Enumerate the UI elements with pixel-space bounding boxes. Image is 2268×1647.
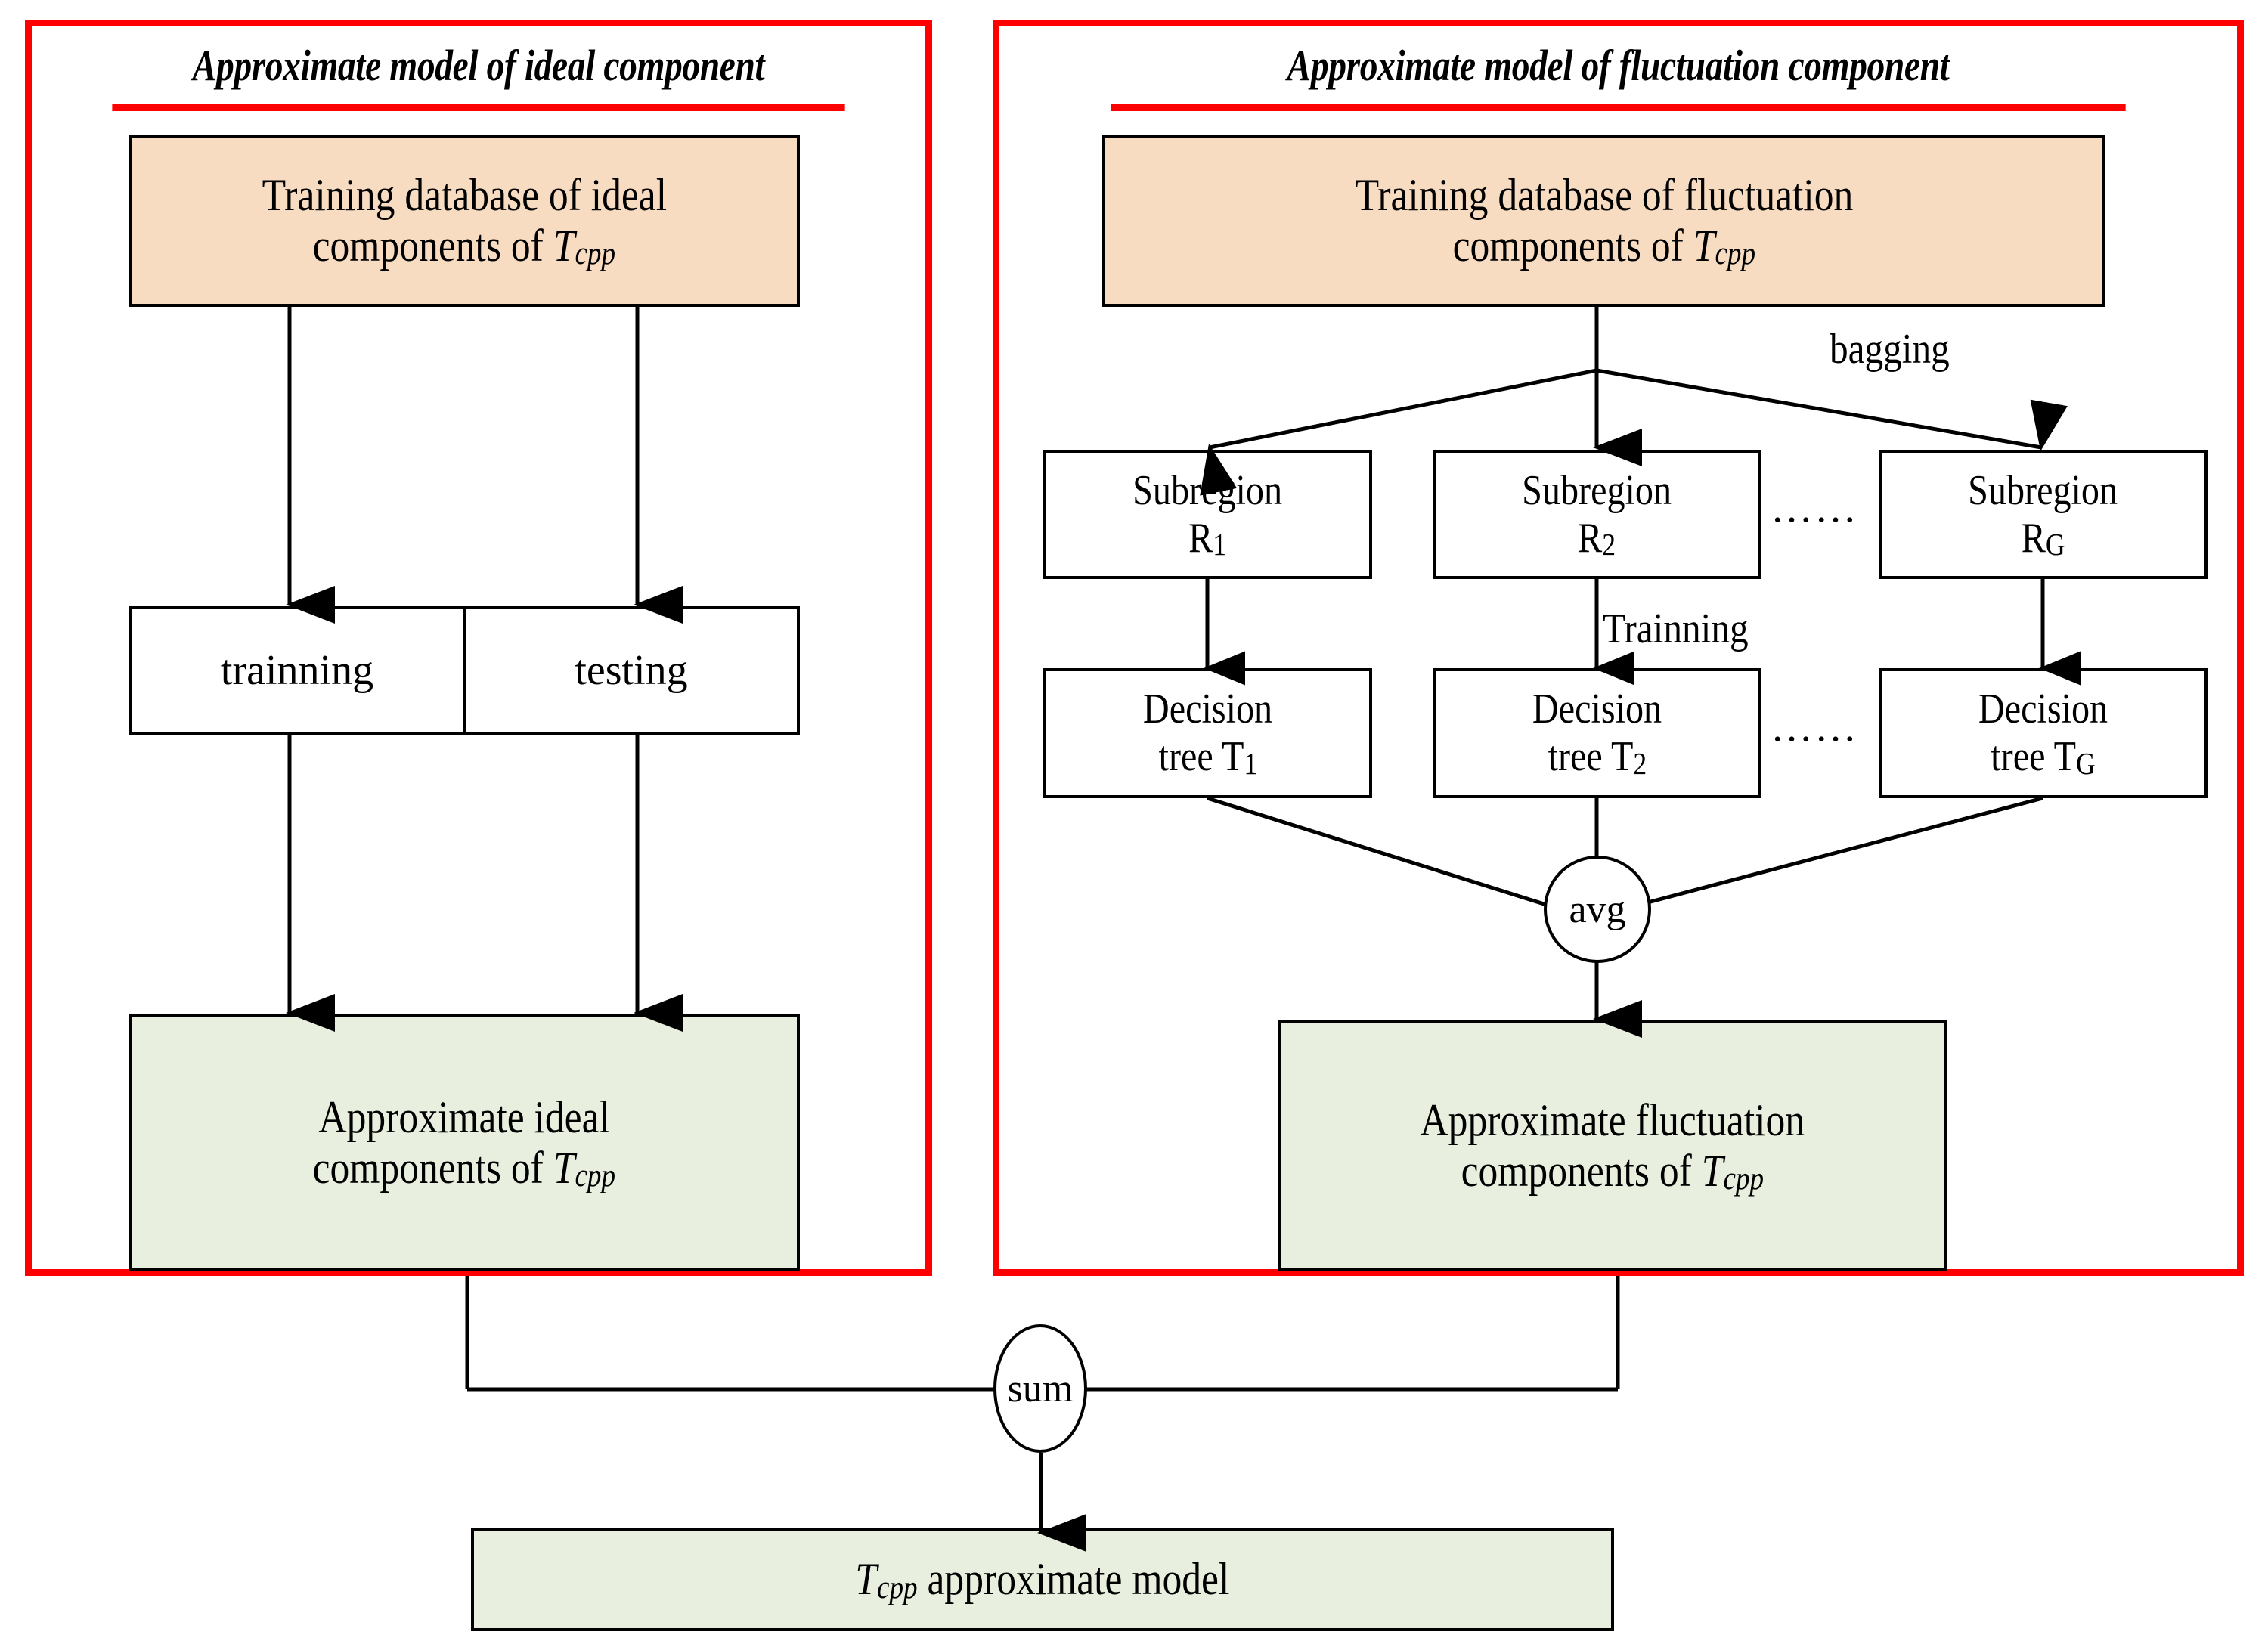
tcpp-subscript: cpp [575, 1158, 616, 1194]
box-approximate-ideal-components: Approximate ideal components of Tcpp [129, 1014, 800, 1271]
box-decision-tree-t1: Decision tree T1 [1043, 668, 1372, 798]
box-approximate-fluctuation-components: Approximate fluctuation components of Tc… [1278, 1020, 1947, 1271]
cell-trainning-label: trainning [220, 647, 374, 694]
tcpp-subscript: cpp [877, 1569, 918, 1605]
box-subregion-r1: Subregion R1 [1043, 450, 1372, 579]
cell-testing: testing [466, 609, 797, 732]
approx-fluct-line2: components of Tcpp [1461, 1146, 1763, 1197]
subregion-rg-line1: Subregion [1968, 466, 2118, 514]
tcpp-subscript: cpp [575, 236, 616, 272]
final-box-label: Tcpp approximate model [855, 1554, 1229, 1605]
cell-trainning: trainning [132, 609, 466, 732]
tree-tg-line2: tree TG [1991, 733, 2096, 781]
subregion-rg-name: R [2021, 514, 2046, 562]
tree-t2-prefix: tree T [1548, 733, 1633, 780]
box-training-database-fluctuation: Training database of fluctuation compone… [1102, 135, 2105, 307]
tcpp-subscript: cpp [1723, 1161, 1764, 1197]
tree-t1-prefix: tree T [1158, 733, 1244, 780]
subregion-r2-line2: R2 [1579, 515, 1616, 562]
training-db-fluct-line2-prefix: components of [1452, 221, 1693, 271]
tree-tg-line1: Decision [1978, 686, 2108, 733]
tcpp-symbol: T [553, 1143, 575, 1193]
subregion-r1-index: 1 [1213, 527, 1227, 562]
panel-ideal-component: Approximate model of ideal component [25, 20, 932, 1276]
panel-ideal-title: Approximate model of ideal component [112, 26, 845, 111]
box-subregion-rg: Subregion RG [1879, 450, 2208, 579]
training-db-ideal-line2: components of Tcpp [313, 221, 615, 271]
tree-t2-line2: tree T2 [1548, 733, 1647, 781]
approx-ideal-line2-prefix: components of [312, 1143, 553, 1193]
tree-t2-index: 2 [1632, 745, 1647, 781]
subregion-rg-line2: RG [2022, 515, 2065, 562]
approx-fluct-line1: Approximate fluctuation [1420, 1094, 1805, 1145]
subregion-r2-index: 2 [1602, 527, 1616, 562]
box-tcpp-approximate-model: Tcpp approximate model [471, 1528, 1614, 1631]
label-bagging: bagging [1830, 326, 1950, 373]
subregion-r1-line1: Subregion [1132, 466, 1283, 514]
tcpp-symbol: T [553, 221, 575, 271]
subregion-r1-name: R [1188, 514, 1213, 562]
subregion-ellipsis: …… [1771, 485, 1858, 531]
approx-ideal-line2: components of Tcpp [313, 1143, 615, 1193]
subregion-r2-line1: Subregion [1522, 466, 1672, 514]
cell-testing-label: testing [575, 647, 688, 694]
training-db-ideal-line2-prefix: components of [312, 221, 553, 271]
panel-fluctuation-title: Approximate model of fluctuation compone… [1111, 26, 2126, 111]
tree-ellipsis: …… [1771, 704, 1858, 751]
node-sum-label: sum [1007, 1367, 1074, 1410]
node-avg-label: avg [1569, 887, 1626, 931]
box-training-database-ideal: Training database of ideal components of… [129, 135, 800, 307]
tcpp-symbol: T [1701, 1146, 1724, 1196]
final-box-text: approximate model [917, 1554, 1230, 1605]
node-avg: avg [1544, 856, 1651, 963]
tree-t1-line2: tree T1 [1158, 733, 1257, 781]
node-sum: sum [993, 1324, 1087, 1453]
box-decision-tree-t2: Decision tree T2 [1433, 668, 1761, 798]
tree-tg-index: G [2076, 745, 2096, 781]
label-trainning: Trainning [1603, 605, 1749, 652]
box-subregion-r2: Subregion R2 [1433, 450, 1761, 579]
tree-t1-index: 1 [1243, 745, 1257, 781]
training-db-ideal-line1: Training database of ideal [262, 169, 667, 220]
subregion-r1-line2: R1 [1189, 515, 1227, 562]
tree-t1-line1: Decision [1142, 686, 1273, 733]
box-trainning-testing-split: trainning testing [129, 606, 800, 735]
training-db-fluct-line1: Training database of fluctuation [1355, 169, 1853, 220]
tcpp-symbol: T [855, 1554, 878, 1605]
training-db-fluct-line2: components of Tcpp [1452, 221, 1755, 271]
approx-ideal-line1: Approximate ideal [318, 1091, 610, 1142]
subregion-r2-name: R [1578, 514, 1603, 562]
tree-tg-prefix: tree T [1991, 733, 2077, 780]
tree-t2-line1: Decision [1532, 686, 1662, 733]
box-decision-tree-tg: Decision tree TG [1879, 668, 2208, 798]
subregion-rg-index: G [2045, 527, 2065, 562]
approx-fluct-line2-prefix: components of [1461, 1146, 1702, 1196]
tcpp-subscript: cpp [1715, 236, 1755, 272]
tcpp-symbol: T [1693, 221, 1715, 271]
panel-fluctuation-component: Approximate model of fluctuation compone… [993, 20, 2244, 1276]
